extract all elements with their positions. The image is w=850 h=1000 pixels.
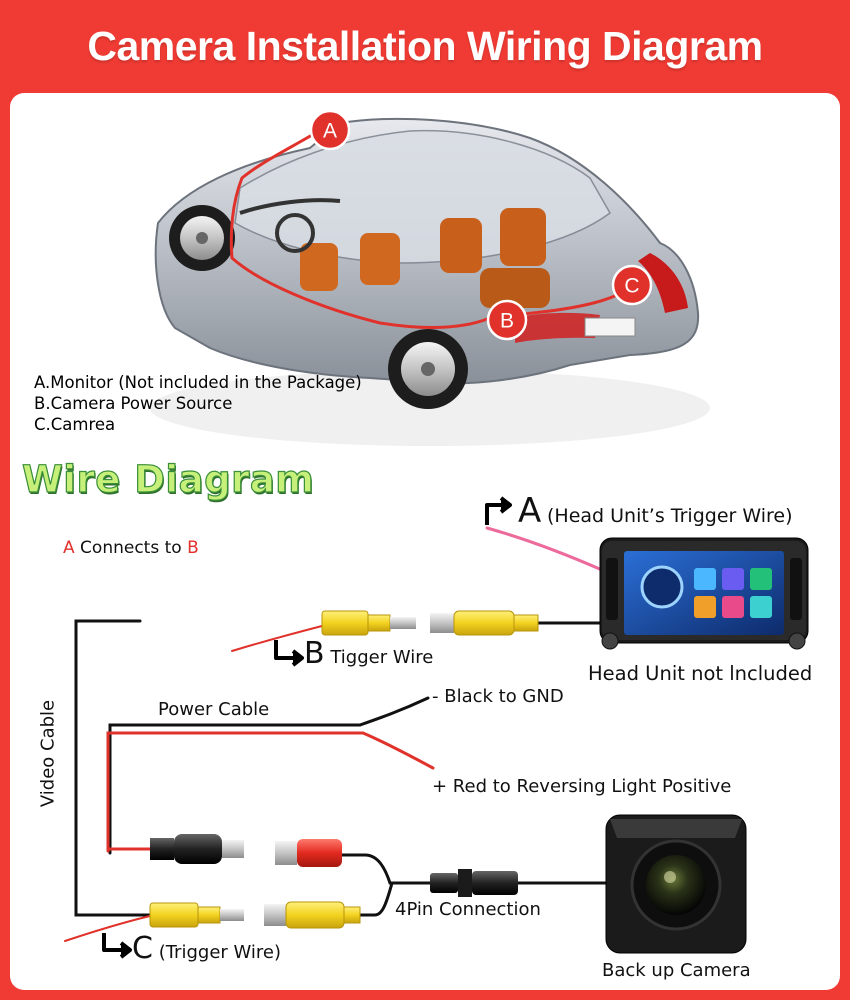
car-legend: A.Monitor (Not included in the Package) … <box>34 372 362 435</box>
label-a: A (Head Unit’s Trigger Wire) <box>518 491 793 531</box>
video-cable-label: Video Cable <box>37 699 59 808</box>
legend-b: B.Camera Power Source <box>34 394 233 413</box>
black-gnd-label: - Black to GND <box>432 686 564 707</box>
power-cable-label: Power Cable <box>158 699 270 720</box>
title-bar: Camera Installation Wiring Diagram <box>0 0 850 92</box>
rca-connector-b <box>321 610 539 636</box>
trigger-wire-c <box>64 915 151 942</box>
dc-power-plug <box>150 834 244 864</box>
marker-c: C <box>611 264 653 306</box>
connects-note-middle: Connects to <box>74 538 188 558</box>
label-a-desc: (Head Unit’s Trigger Wire) <box>547 505 793 527</box>
connects-note-b: B <box>187 538 199 558</box>
label-c-letter: C <box>132 931 153 966</box>
label-c-desc: (Trigger Wire) <box>158 942 282 963</box>
legend-c: C.Camrea <box>34 415 116 434</box>
marker-b-label: B <box>500 310 514 333</box>
car-illustration: A B C <box>150 109 710 446</box>
arrow-a-icon <box>485 496 512 525</box>
video-cable-wire <box>74 619 152 917</box>
red-reversing-label: + Red to Reversing Light Positive <box>432 776 732 797</box>
power-red-wire <box>106 731 435 853</box>
connects-note-a: A <box>63 538 75 558</box>
trigger-wire-a <box>485 526 604 572</box>
wire-diagram-title: Wire Diagram <box>21 457 315 501</box>
diagram-panel: A B C <box>10 93 840 990</box>
label-b: B Tigger Wire <box>304 636 433 671</box>
wiring-illustration: A B C <box>64 109 809 959</box>
four-pin-connector <box>430 869 518 897</box>
label-b-desc: Tigger Wire <box>330 647 434 668</box>
legend-a: A.Monitor (Not included in the Package) <box>34 373 362 392</box>
rca-connector-c <box>149 901 361 929</box>
rca-connector-red <box>275 839 342 867</box>
wires <box>64 526 607 942</box>
arrow-c-icon <box>102 933 132 959</box>
marker-a: A <box>309 109 351 151</box>
four-pin-label: 4Pin Connection <box>395 899 541 920</box>
head-unit <box>599 537 809 650</box>
connects-note: A Connects to B <box>63 538 199 558</box>
camera-label: Back up Camera <box>602 960 751 981</box>
arrow-b-icon <box>274 640 304 667</box>
marker-a-label: A <box>323 120 337 143</box>
trigger-wire-b <box>231 625 323 652</box>
marker-c-label: C <box>624 275 639 298</box>
label-a-letter: A <box>518 491 542 531</box>
label-c: C (Trigger Wire) <box>132 931 281 966</box>
page-title: Camera Installation Wiring Diagram <box>87 22 763 69</box>
backup-camera <box>605 814 747 954</box>
label-b-letter: B <box>304 636 325 671</box>
marker-b: B <box>486 299 528 341</box>
power-black-wire <box>358 696 430 727</box>
head-unit-label: Head Unit not lncluded <box>588 662 813 685</box>
